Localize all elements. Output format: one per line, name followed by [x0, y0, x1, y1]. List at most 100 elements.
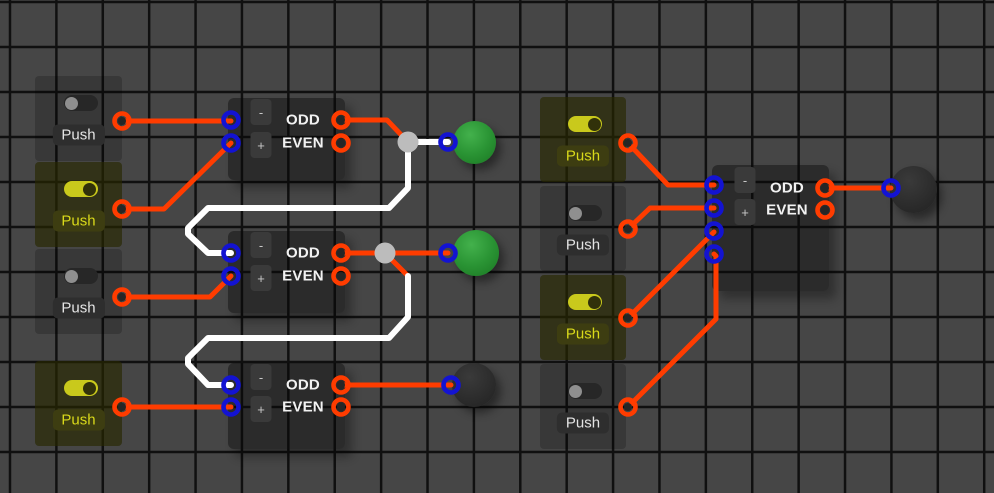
push-toggle-icon[interactable] — [63, 380, 98, 396]
even-label: EVEN — [282, 267, 324, 285]
input-node[interactable] — [704, 244, 724, 264]
input-node[interactable] — [221, 266, 241, 286]
output-node[interactable] — [815, 178, 835, 198]
increment-button[interactable]: + — [250, 132, 272, 158]
output-node[interactable] — [331, 266, 351, 286]
led-input-node[interactable] — [881, 178, 901, 198]
push-output-node-hole — [624, 314, 632, 322]
output-node[interactable] — [815, 200, 835, 220]
output-node[interactable] — [331, 375, 351, 395]
input-node[interactable] — [221, 375, 241, 395]
toggle-knob-icon — [83, 182, 96, 196]
input-node[interactable] — [221, 133, 241, 153]
push-output-node[interactable] — [618, 133, 638, 153]
led[interactable] — [453, 230, 499, 276]
push-toggle-icon[interactable] — [63, 95, 98, 111]
push-output-node[interactable] — [112, 397, 132, 417]
parity-checker[interactable] — [712, 165, 829, 291]
push-output-node[interactable] — [112, 287, 132, 307]
led-input-node[interactable] — [441, 375, 461, 395]
push-toggle-icon[interactable] — [63, 268, 98, 284]
parity-checker[interactable] — [228, 98, 345, 180]
even-label: EVEN — [282, 134, 324, 152]
push-toggle-icon[interactable] — [568, 294, 602, 310]
output-node-hole — [821, 206, 829, 214]
wire[interactable] — [625, 205, 717, 232]
push-toggle-icon[interactable] — [568, 383, 602, 399]
push-button[interactable]: Push — [35, 76, 122, 161]
push-label[interactable]: Push — [52, 210, 105, 232]
push-output-node[interactable] — [618, 219, 638, 239]
output-node[interactable] — [331, 397, 351, 417]
even-label: EVEN — [282, 398, 324, 416]
wire[interactable] — [119, 273, 234, 300]
push-label[interactable]: Push — [556, 323, 610, 345]
input-node[interactable] — [704, 221, 724, 241]
push-output-node-hole — [624, 139, 632, 147]
odd-label: ODD — [286, 111, 320, 129]
decrement-button[interactable]: - — [734, 167, 756, 193]
led-input-node[interactable] — [438, 243, 458, 263]
toggle-knob-icon — [83, 381, 96, 395]
toggle-knob-icon — [569, 206, 582, 220]
led-input-node[interactable] — [438, 132, 458, 152]
led[interactable] — [452, 120, 496, 164]
input-node[interactable] — [704, 175, 724, 195]
input-node[interactable] — [704, 198, 724, 218]
push-button[interactable]: Push — [540, 186, 626, 271]
push-button[interactable]: Push — [540, 364, 626, 449]
decrement-button[interactable]: - — [250, 364, 272, 390]
push-toggle-icon[interactable] — [568, 116, 602, 132]
input-node[interactable] — [221, 110, 241, 130]
push-button[interactable]: Push — [35, 162, 122, 247]
push-output-node-hole — [118, 293, 126, 301]
push-label[interactable]: Push — [52, 297, 105, 319]
wire[interactable] — [338, 117, 411, 145]
output-node[interactable] — [331, 133, 351, 153]
wire-junction[interactable] — [374, 242, 396, 264]
push-label[interactable]: Push — [556, 412, 610, 434]
push-button[interactable]: Push — [35, 249, 122, 334]
parity-checker[interactable] — [228, 231, 345, 313]
push-label[interactable]: Push — [556, 145, 610, 167]
push-output-node-hole — [624, 403, 632, 411]
wire[interactable] — [625, 229, 717, 321]
push-output-node[interactable] — [112, 111, 132, 131]
input-node[interactable] — [221, 243, 241, 263]
wire[interactable] — [185, 139, 411, 256]
push-toggle-icon[interactable] — [568, 205, 602, 221]
output-node-hole — [337, 249, 345, 257]
push-output-node[interactable] — [112, 199, 132, 219]
wire[interactable] — [625, 251, 719, 410]
push-button[interactable]: Push — [35, 361, 122, 446]
decrement-button[interactable]: - — [250, 232, 272, 258]
input-node[interactable] — [221, 397, 241, 417]
output-node[interactable] — [331, 110, 351, 130]
decrement-button[interactable]: - — [250, 99, 272, 125]
push-output-node[interactable] — [618, 397, 638, 417]
increment-button[interactable]: + — [250, 265, 272, 291]
push-output-node-hole — [118, 205, 126, 213]
toggle-knob-icon — [587, 295, 601, 309]
output-node[interactable] — [331, 243, 351, 263]
push-output-node-hole — [118, 117, 126, 125]
wire[interactable] — [625, 140, 717, 188]
push-output-node[interactable] — [618, 308, 638, 328]
push-label[interactable]: Push — [52, 124, 105, 146]
odd-label: ODD — [286, 376, 320, 394]
output-node-hole — [821, 184, 829, 192]
push-label[interactable]: Push — [52, 409, 105, 431]
wire[interactable] — [185, 273, 411, 388]
wire-junction[interactable] — [397, 131, 419, 153]
push-label[interactable]: Push — [556, 234, 610, 256]
push-toggle-icon[interactable] — [63, 181, 98, 197]
even-label: EVEN — [766, 201, 808, 219]
wire[interactable] — [119, 140, 234, 212]
push-button[interactable]: Push — [540, 97, 626, 182]
push-button[interactable]: Push — [540, 275, 626, 360]
toggle-knob-icon — [587, 117, 601, 131]
increment-button[interactable]: + — [734, 199, 756, 225]
parity-checker[interactable] — [228, 363, 345, 449]
increment-button[interactable]: + — [250, 396, 272, 422]
